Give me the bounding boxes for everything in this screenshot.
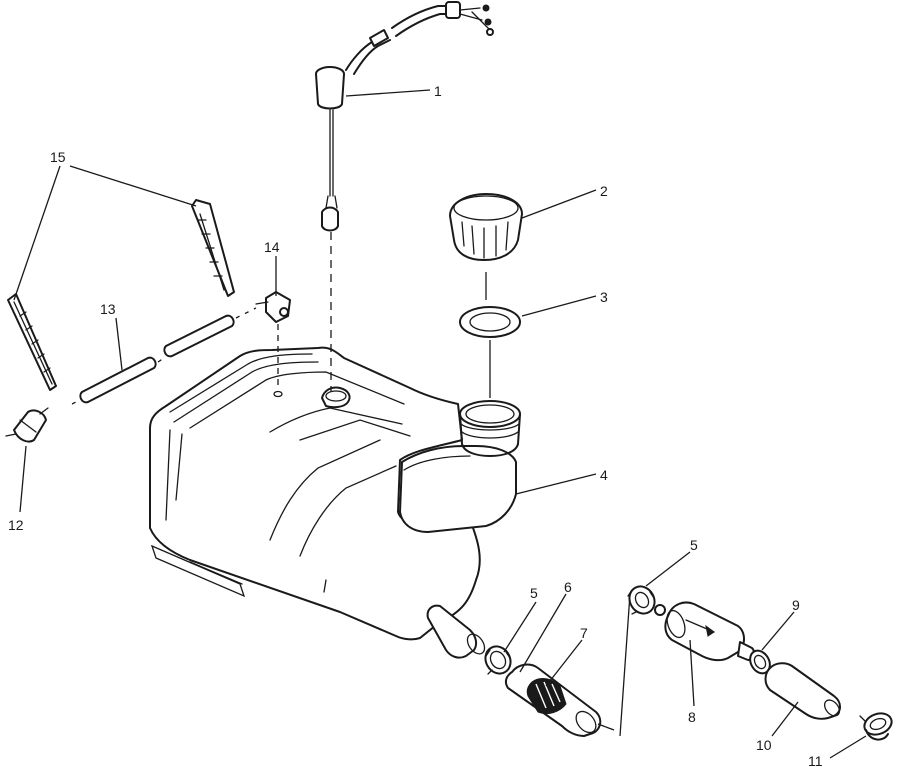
callout-8: 8	[688, 709, 696, 725]
vent-fitting	[255, 291, 291, 388]
callout-7: 7	[580, 625, 588, 641]
callout-1: 1	[434, 83, 442, 99]
hose-clamp-right	[627, 585, 666, 616]
callout-labels: 1 2 3 4 5 6 7 5 8 9 10 11 12 13 14 15	[8, 83, 823, 767]
outlet-hose	[764, 662, 841, 720]
fuel-filter	[664, 601, 756, 662]
callout-3: 3	[600, 289, 608, 305]
callout-11: 11	[808, 753, 823, 767]
callout-12: 12	[8, 517, 24, 533]
cap-gasket	[459, 306, 521, 398]
callout-5-right: 5	[690, 537, 698, 553]
fuel-gauge-sender	[315, 1, 494, 392]
callout-6: 6	[564, 579, 572, 595]
spring-clamp	[859, 712, 893, 741]
callout-5-left: 5	[530, 585, 538, 601]
callout-2: 2	[600, 183, 608, 199]
tank-straps	[7, 199, 235, 391]
hose-clamp-left	[484, 645, 512, 675]
callout-14: 14	[264, 239, 280, 255]
callout-9: 9	[792, 597, 800, 613]
callout-4: 4	[600, 467, 608, 483]
fuel-cap	[449, 193, 523, 300]
leader-lines	[13, 89, 867, 759]
fuel-tank	[149, 346, 521, 659]
assembly-line-filter	[619, 593, 631, 737]
callout-15: 15	[50, 149, 66, 165]
callout-13: 13	[100, 301, 116, 317]
vent-hose	[71, 307, 257, 405]
fuel-line-hose	[504, 663, 615, 737]
callout-10: 10	[756, 737, 772, 753]
check-valve	[5, 407, 49, 443]
